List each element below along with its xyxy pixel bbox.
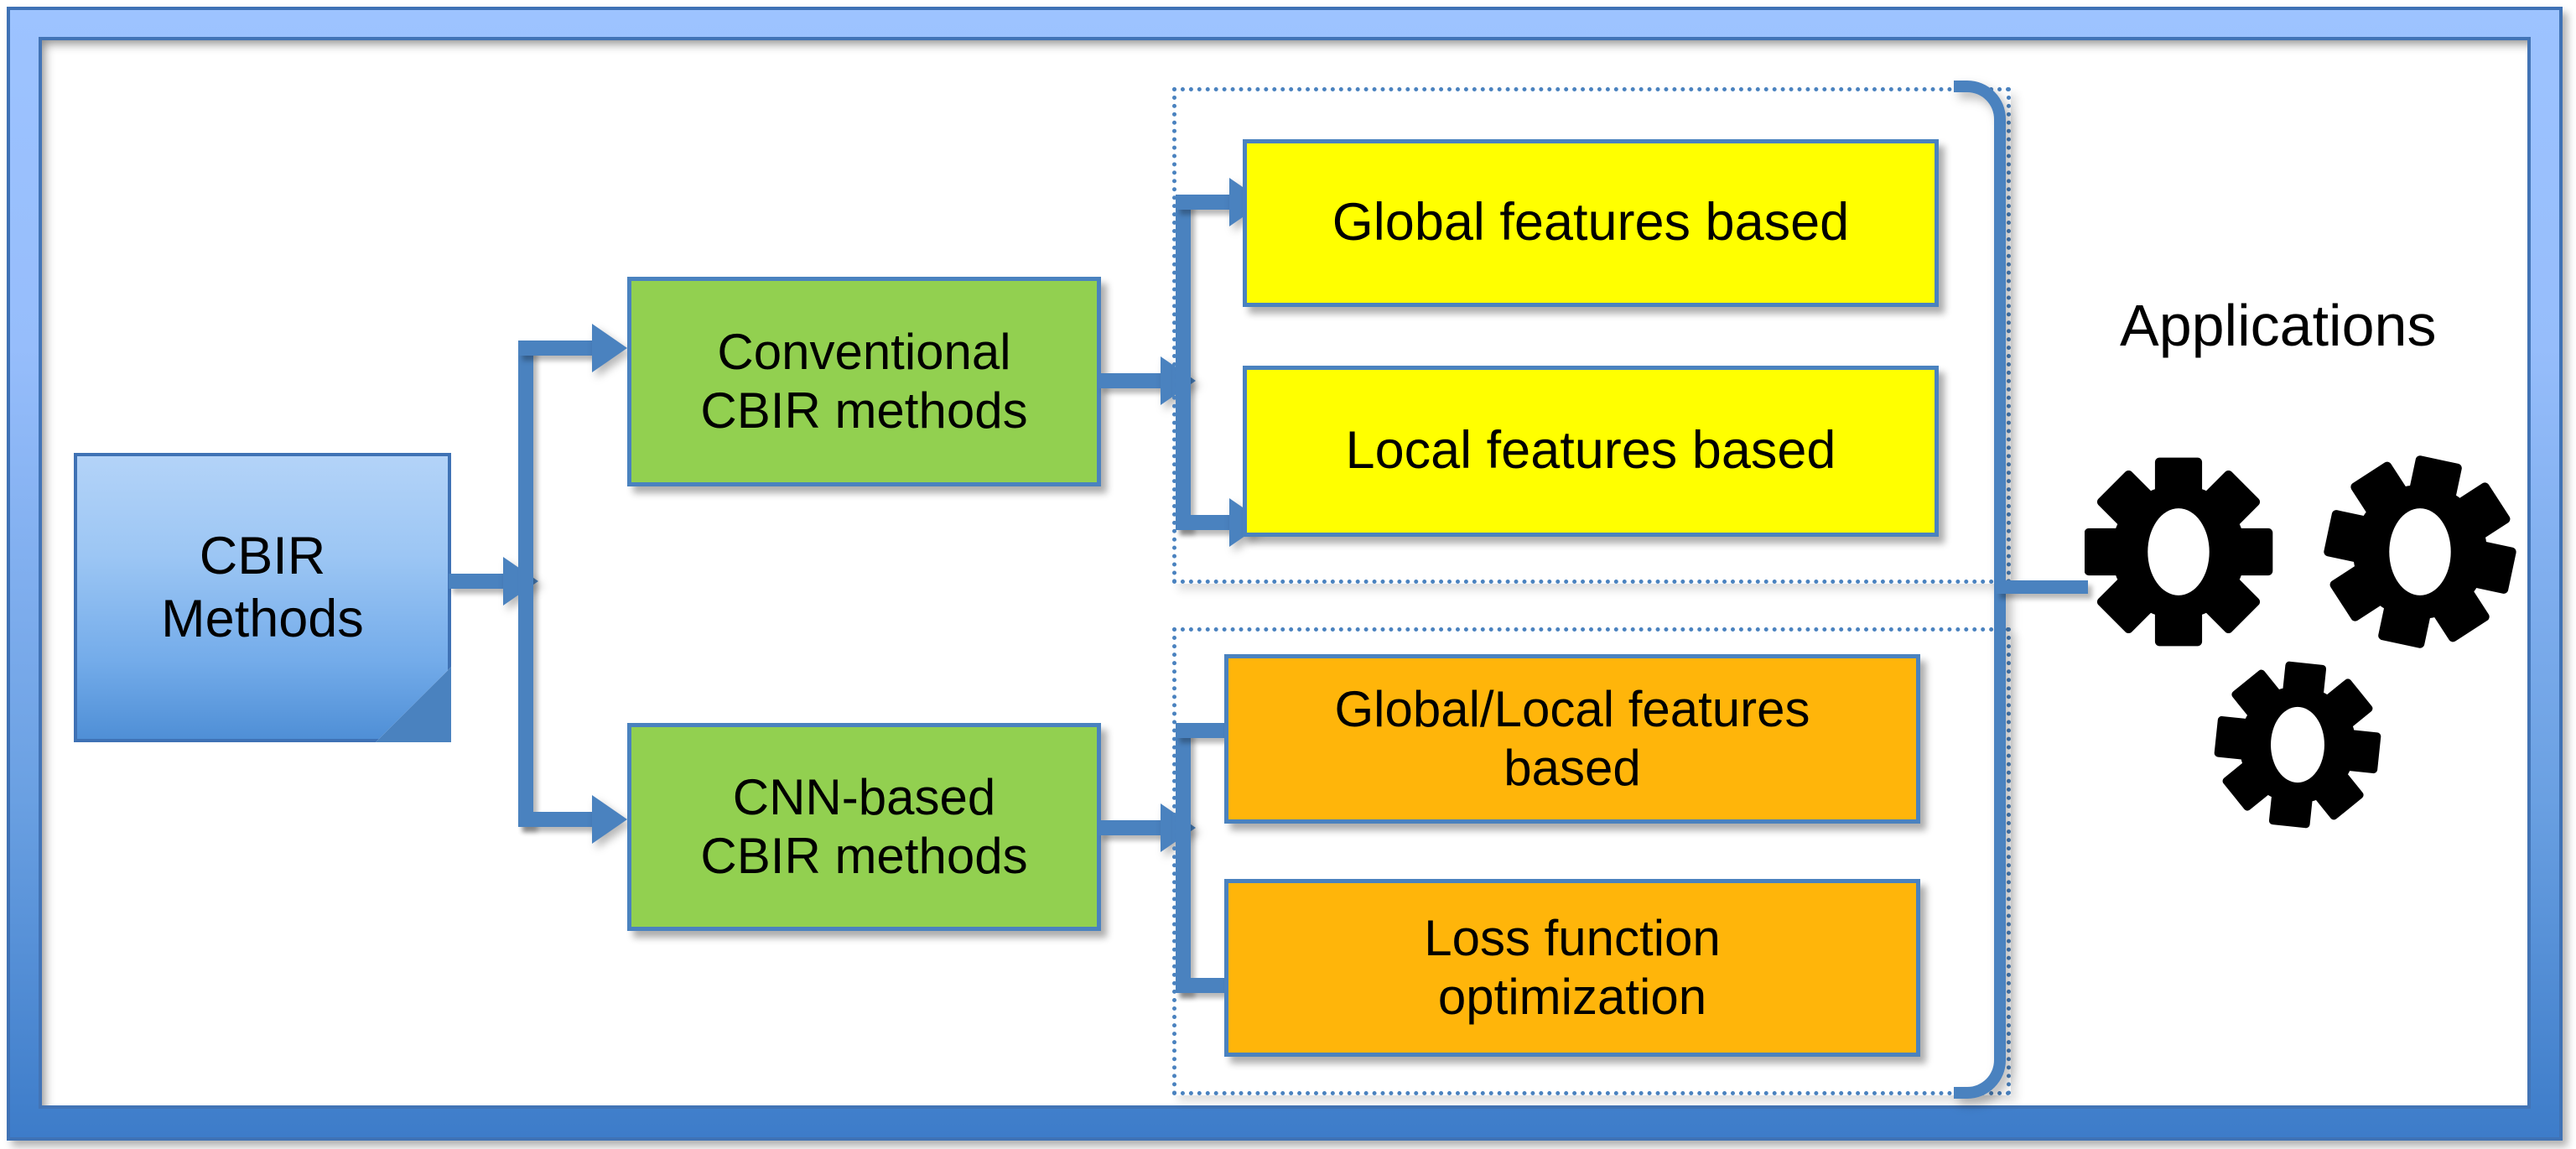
connector-cnn-stub (1098, 820, 1166, 835)
arrow-to-conventional (592, 324, 627, 372)
connector-cnn-to-globallocal (1176, 723, 1239, 738)
gear-left (2045, 419, 2312, 685)
global-features-label: Global features based (1332, 193, 1850, 252)
gear-bottom (2170, 617, 2425, 872)
connector-root-spine (518, 341, 533, 827)
node-conventional-cbir[interactable]: Conventional CBIR methods (627, 277, 1101, 486)
connector-conventional-to-global (1176, 195, 1239, 210)
applications-label: Applications (2120, 293, 2437, 358)
loss-function-label: Loss function optimization (1412, 909, 1732, 1026)
arrow-to-cnn (592, 795, 627, 844)
group-conventional-children (1172, 87, 2011, 584)
node-local-features[interactable]: Local features based (1243, 366, 1939, 537)
global-local-features-label: Global/Local features based (1322, 680, 1821, 797)
cbir-methods-line1: CBIR (199, 527, 326, 586)
connector-conventional-to-local (1176, 515, 1239, 530)
cnn-cbir-line1: CNN-based (732, 769, 996, 826)
connector-conventional-stub (1098, 373, 1166, 388)
connector-conventional-spine (1176, 195, 1191, 530)
global-local-features-line2: based (1504, 740, 1641, 796)
conventional-cbir-line2: CBIR methods (700, 382, 1028, 439)
cnn-cbir-label: CNN-based CBIR methods (688, 768, 1039, 885)
connector-cnn-to-loss (1176, 978, 1239, 993)
conventional-cbir-line1: Conventional (717, 324, 1011, 381)
conventional-cbir-label: Conventional CBIR methods (688, 323, 1039, 439)
connector-root-to-conventional (518, 341, 602, 356)
node-global-features[interactable]: Global features based (1243, 139, 1939, 307)
node-global-local-features[interactable]: Global/Local features based (1224, 654, 1920, 824)
group-cnn-children (1172, 627, 2011, 1095)
connector-cnn-spine (1176, 723, 1191, 993)
node-cbir-methods[interactable]: CBIR Methods (74, 453, 451, 742)
loss-function-line2: optimization (1437, 969, 1707, 1025)
cbir-methods-label: CBIR Methods (74, 453, 451, 742)
connector-root-to-cnn (518, 812, 602, 827)
cnn-cbir-line2: CBIR methods (700, 828, 1028, 884)
global-local-features-line1: Global/Local features (1334, 681, 1810, 738)
cbir-methods-body (74, 453, 451, 742)
cbir-methods-line2: Methods (161, 589, 364, 648)
loss-function-line1: Loss function (1424, 910, 1721, 967)
gears-icon (2045, 393, 2576, 896)
local-features-label: Local features based (1345, 421, 1836, 481)
node-loss-function[interactable]: Loss function optimization (1224, 879, 1920, 1057)
node-cnn-cbir[interactable]: CNN-based CBIR methods (627, 723, 1101, 931)
connector-root-stub (449, 574, 509, 589)
connector-bracket-stub (1996, 580, 2088, 594)
gear-right (2262, 393, 2576, 710)
